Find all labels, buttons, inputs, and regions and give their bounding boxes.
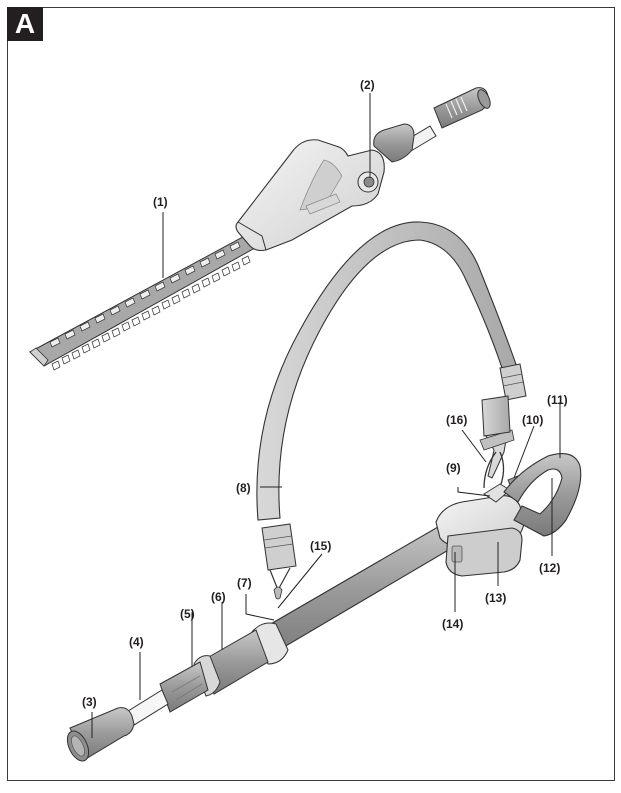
figure-badge: A <box>7 7 43 41</box>
callout-6: (6) <box>211 590 226 604</box>
callout-5: (5) <box>180 607 195 621</box>
trimmer-head <box>29 87 491 371</box>
callout-2: (2) <box>360 78 375 92</box>
blade <box>29 231 263 371</box>
callout-4: (4) <box>129 635 144 649</box>
callout-9: (9) <box>446 461 461 475</box>
callout-11: (11) <box>547 393 568 407</box>
callout-16: (16) <box>446 413 467 427</box>
callout-13: (13) <box>485 591 506 605</box>
shoulder-strap <box>256 221 527 600</box>
callout-14: (14) <box>442 617 463 631</box>
callout-3: (3) <box>82 695 97 709</box>
callout-labels: (1) (2) (3) (4) (5) (6) (7) (8) (15) (9)… <box>82 78 568 709</box>
callout-7: (7) <box>237 576 252 590</box>
callout-15: (15) <box>310 539 331 553</box>
callout-1: (1) <box>153 195 168 209</box>
figure-frame <box>7 7 615 781</box>
power-unit <box>66 453 582 762</box>
leader-lines <box>91 93 561 738</box>
callout-8: (8) <box>236 481 251 495</box>
callout-10: (10) <box>522 413 543 427</box>
coupling-thread <box>433 87 491 129</box>
callout-12: (12) <box>539 561 560 575</box>
